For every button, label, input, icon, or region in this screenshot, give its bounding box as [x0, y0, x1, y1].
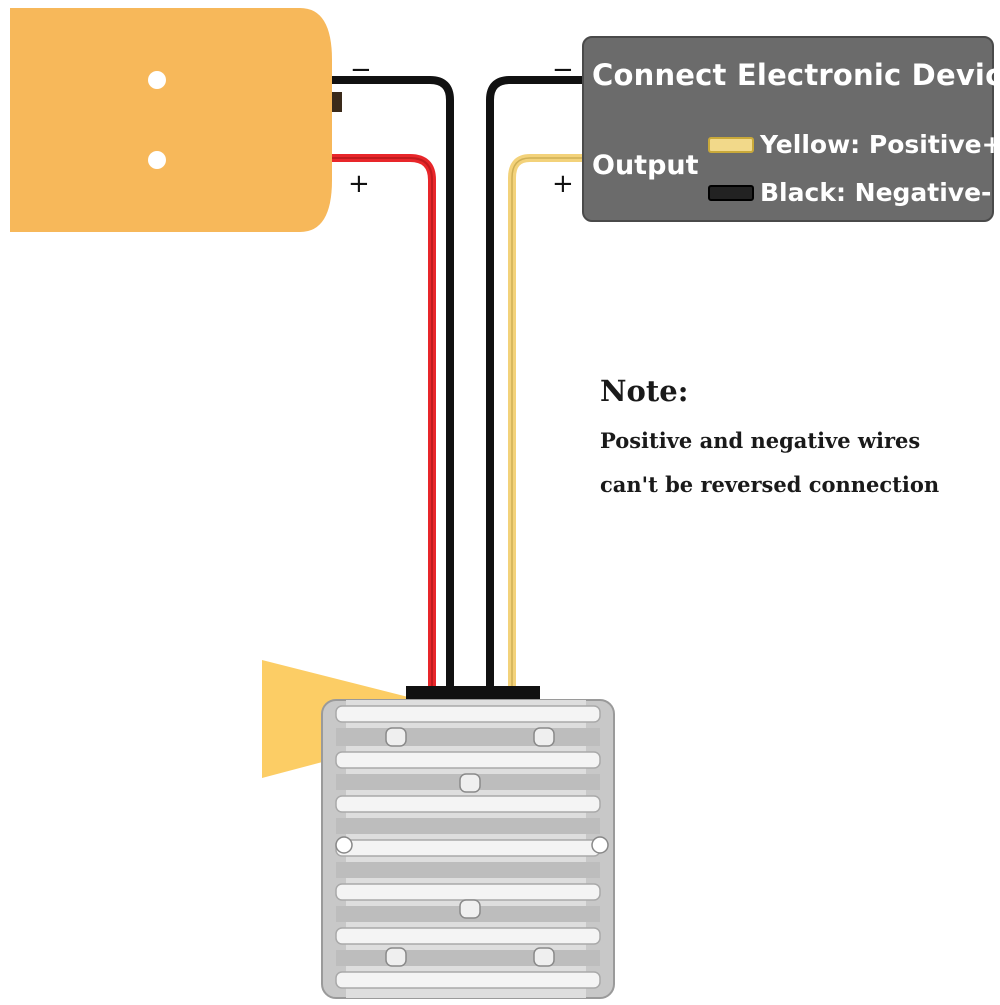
battery-positive-marker: + [348, 169, 370, 199]
black-input-wire [332, 76, 454, 690]
black-output-wire [486, 76, 582, 690]
device-negative-marker: − [552, 55, 574, 85]
battery-negative-marker: − [350, 55, 372, 85]
note-title: Note: [600, 374, 689, 408]
device-positive-marker: + [552, 169, 574, 199]
legend-yellow: Yellow: Positive+ [708, 130, 1000, 159]
note-line-2: can't be reversed connection [600, 472, 940, 497]
battery-adapter-icon [10, 8, 342, 232]
legend-black-label: Black: Negative- [760, 178, 992, 207]
device-box-title: Connect Electronic Device [592, 58, 1000, 92]
red-input-wire [332, 154, 436, 690]
note-line-1: Positive and negative wires [600, 428, 921, 453]
legend-black: Black: Negative- [708, 178, 991, 207]
yellow-swatch-icon [708, 136, 754, 153]
device-info-box: Connect Electronic Device Output Yellow:… [582, 36, 1000, 222]
legend-yellow-label: Yellow: Positive+ [760, 130, 1000, 159]
dc-converter-icon [321, 686, 615, 999]
output-label: Output [592, 150, 699, 181]
yellow-output-wire [508, 154, 582, 690]
black-swatch-icon [708, 184, 754, 201]
